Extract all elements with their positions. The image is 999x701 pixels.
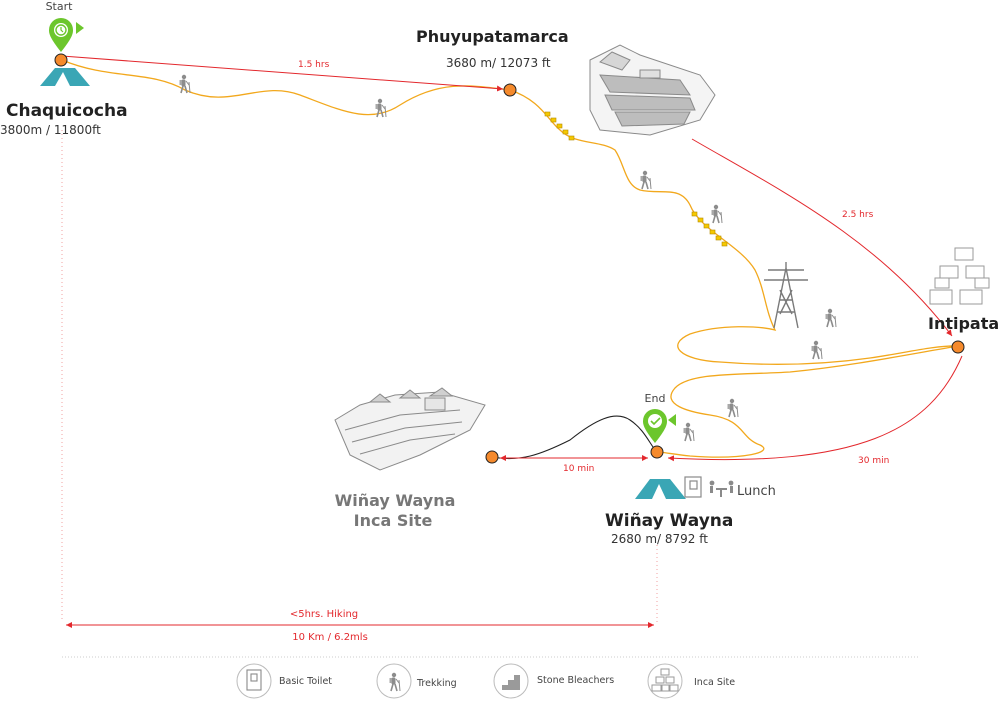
elevation-chaquicocha: 3800m / 11800ft — [0, 123, 101, 137]
start-label: Start — [46, 0, 74, 13]
phuyupatamarca-ruins-illustration — [589, 44, 716, 136]
tent-icon — [40, 68, 90, 86]
hiker-icon — [810, 339, 823, 360]
marker-inca-site — [485, 450, 499, 464]
route-line-3 — [667, 355, 963, 462]
legend-label-stairs: Stone Bleachers — [537, 675, 614, 686]
end-pin-icon — [643, 409, 676, 443]
toilet-icon — [246, 669, 262, 691]
marker-intipata — [951, 340, 965, 354]
pyramid-icon — [651, 668, 679, 692]
hiker-icon — [710, 204, 723, 224]
hiker-icon — [726, 397, 739, 418]
legend-label-toilet: Basic Toilet — [279, 676, 332, 687]
total-distance-label: 10 Km / 6.2mls — [292, 632, 368, 643]
legend-label-inca-site: Inca Site — [694, 677, 735, 688]
marker-winay-wayna — [650, 445, 664, 459]
duration-4: 10 min — [563, 464, 594, 474]
toilet-icon — [684, 476, 702, 498]
lunch-label: Lunch — [737, 484, 776, 499]
duration-3: 30 min — [858, 456, 889, 466]
hiker-icon — [388, 671, 401, 692]
legend-item-toilet: Basic Toilet — [236, 663, 332, 699]
legend-item-stairs: Stone Bleachers — [493, 663, 614, 699]
elevation-phuyupatamarca: 3680 m/ 12073 ft — [446, 56, 551, 70]
place-name-phuyupatamarca: Phuyupatamarca — [416, 27, 569, 46]
elevation-winay-wayna: 2680 m/ 8792 ft — [611, 532, 708, 546]
route-line-2 — [691, 138, 953, 337]
legend-item-inca-site: Inca Site — [647, 663, 735, 699]
winay-wayna-site-illustration — [334, 387, 486, 471]
dining-icon — [709, 480, 734, 497]
hiker-icon — [374, 98, 387, 118]
stairs-icon — [544, 111, 575, 141]
marker-phuyupatamarca — [503, 83, 517, 97]
legend-label-trekking: Trekking — [416, 678, 457, 689]
marker-chaquicocha — [54, 53, 68, 67]
site-name-line2: Inca Site — [354, 511, 433, 530]
trail-path — [61, 59, 959, 458]
power-tower-icon — [764, 262, 808, 329]
hiker-icon — [682, 421, 695, 442]
place-name-winay-wayna: Wiñay Wayna — [605, 511, 733, 531]
total-time-label: <5hrs. Hiking — [290, 609, 358, 620]
duration-1: 1.5 hrs — [298, 60, 330, 70]
tent-icon — [635, 479, 686, 499]
duration-2: 2.5 hrs — [842, 210, 874, 220]
stairs-icon — [502, 675, 520, 690]
site-path — [491, 415, 658, 460]
legend: Basic Toilet Trekking Stone Bleachers In… — [236, 663, 735, 699]
site-name-line1: Wiñay Wayna — [335, 491, 456, 510]
hiker-icon — [824, 307, 837, 328]
intipata-terraces-illustration — [929, 247, 990, 305]
start-pin-icon — [49, 18, 84, 52]
legend-item-trekking: Trekking — [376, 663, 457, 699]
end-label: End — [645, 392, 666, 405]
place-name-chaquicocha: Chaquicocha — [6, 101, 128, 121]
hiker-icon — [639, 170, 652, 190]
place-name-intipata: Intipata — [928, 314, 999, 333]
route-line-1 — [61, 55, 504, 92]
